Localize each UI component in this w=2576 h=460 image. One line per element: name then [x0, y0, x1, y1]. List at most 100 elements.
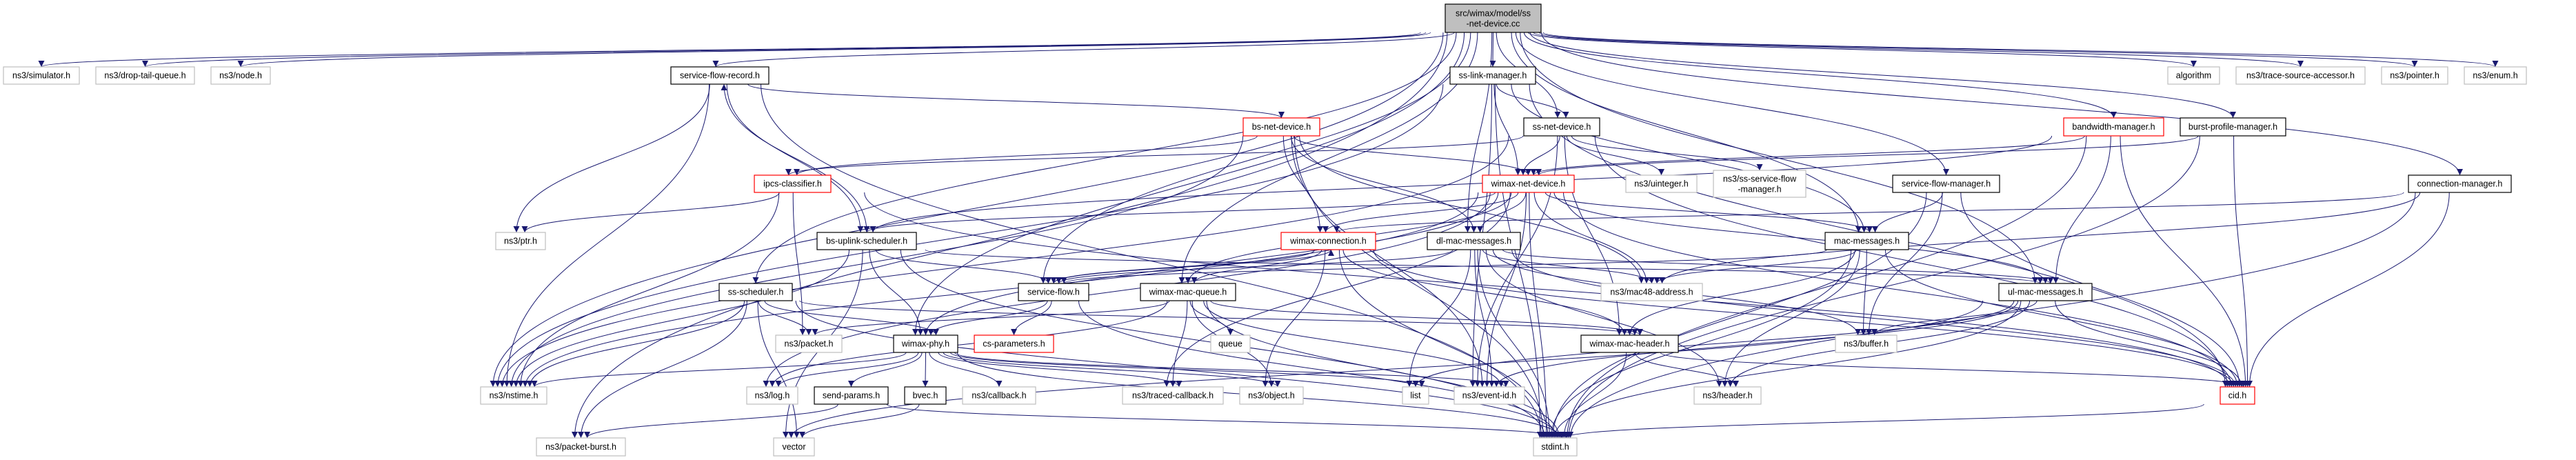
node-box	[2220, 386, 2255, 405]
node-box	[1122, 386, 1224, 405]
node-dl-mac-messages-h[interactable]: dl-mac-messages.h	[1427, 232, 1521, 250]
edge-sfr-to-bsnet	[747, 83, 1285, 119]
edge-sfm-to-macmsg	[1872, 192, 1943, 233]
node-box	[1482, 174, 1575, 193]
edge-connmgr-to-cid	[2246, 192, 2450, 388]
edge-ulmac-to-eventid	[1493, 300, 2019, 388]
edge-ipcs-to-cid	[864, 192, 2233, 388]
node-label: ns3/event-id.h	[1462, 391, 1517, 401]
node-label: ns3/node.h	[219, 71, 262, 81]
edge-ssched-to-vector	[757, 300, 800, 439]
node-label: ss-link-manager.h	[1459, 71, 1527, 81]
node-box	[2063, 117, 2164, 137]
node-label: ns3/mac48-address.h	[1610, 288, 1693, 297]
node-label: ns3/ss-service-flow-manager.h	[1723, 174, 1797, 194]
node-burst-profile-manager-h[interactable]: burst-profile-manager.h	[2180, 117, 2286, 137]
node-ss-scheduler-h[interactable]: ss-scheduler.h	[718, 283, 793, 301]
node-box	[1523, 117, 1600, 137]
node-ss-net-device-h[interactable]: ss-net-device.h	[1523, 117, 1600, 137]
node-ipcs-classifier-h[interactable]: ipcs-classifier.h	[754, 174, 832, 193]
edge-bsnet-to-stdint	[1294, 135, 1547, 439]
node-box	[1998, 283, 2093, 301]
node-box	[962, 386, 1036, 405]
node-cid-h[interactable]: cid.h	[2220, 386, 2255, 405]
edge-sf-to-wconn	[1053, 249, 1334, 284]
node-label: mac-messages.h	[1834, 237, 1900, 246]
edge-bsnet-to-wconn	[1282, 135, 1323, 233]
node-box	[3, 66, 80, 85]
edge-dlmac-to-eventid	[1474, 249, 1495, 388]
edge-root-to-ssched	[752, 32, 1457, 284]
node-ns3-uinteger-h: ns3/uinteger.h	[1625, 174, 1698, 193]
edge-ssnet-to-sssfm	[1571, 135, 1763, 171]
node-label: ss-net-device.h	[1533, 122, 1591, 132]
node-send-params-h[interactable]: send-params.h	[814, 386, 889, 405]
node-wimax-connection-h[interactable]: wimax-connection.h	[1280, 232, 1376, 250]
node-label: send-params.h	[823, 391, 880, 401]
edge-wphy-to-eventid	[954, 352, 1509, 388]
node-service-flow-manager-h[interactable]: service-flow-manager.h	[1892, 174, 2000, 193]
node-box	[1533, 437, 1578, 457]
edge-wphy-to-list	[949, 352, 1425, 388]
node-label: ns3/ptr.h	[504, 237, 537, 246]
node-service-flow-h[interactable]: service-flow.h	[1018, 283, 1089, 301]
edges-layer	[39, 32, 2498, 439]
node-ns3-pointer-h: ns3/pointer.h	[2381, 66, 2448, 85]
edge-bwm-to-ulmac	[2053, 135, 2111, 284]
edge-sslink-to-macmsg	[1511, 83, 1867, 233]
node-service-flow-record-h[interactable]: service-flow-record.h	[670, 66, 769, 85]
node-ul-mac-messages-h[interactable]: ul-mac-messages.h	[1998, 283, 2093, 301]
edge-wmh-to-stdint	[1560, 352, 1627, 439]
node-ss-link-manager-h[interactable]: ss-link-manager.h	[1449, 66, 1536, 85]
node-box	[1280, 232, 1376, 250]
node-wimax-mac-header-h[interactable]: wimax-mac-header.h	[1580, 334, 1679, 353]
node-label: wimax-connection.h	[1289, 237, 1367, 246]
node-ns3-drop-tail-queue-h: ns3/drop-tail-queue.h	[95, 66, 195, 85]
node-label: service-flow-manager.h	[1902, 179, 1991, 189]
node-mac-messages-h[interactable]: mac-messages.h	[1824, 232, 1909, 250]
node-label: vector	[782, 442, 805, 452]
edge-root-to-node	[238, 32, 1431, 68]
edge-root-to-simulator	[39, 32, 1421, 68]
node-box	[1445, 3, 1542, 33]
node-label: ns3/object.h	[1248, 391, 1294, 401]
edge-sslink-to-ssnet	[1496, 83, 1569, 119]
node-cs-parameters-h[interactable]: cs-parameters.h	[974, 334, 1054, 353]
edge-sfm-to-buffer	[1866, 192, 1943, 336]
edge-wphy-to-nstime	[531, 352, 907, 388]
node-bs-net-device-h[interactable]: bs-net-device.h	[1242, 117, 1320, 137]
edge-sfr-to-nstime	[503, 83, 710, 388]
node-box	[1453, 386, 1525, 405]
edge-ulmac-to-stdint	[1551, 300, 2022, 439]
node-box	[1713, 170, 1807, 198]
node-connection-manager-h[interactable]: connection-manager.h	[2408, 174, 2512, 193]
node-wimax-mac-queue-h[interactable]: wimax-mac-queue.h	[1140, 283, 1236, 301]
node-list: list	[1402, 386, 1429, 405]
edge-ssched-to-pburst	[578, 300, 747, 439]
edge-bwm-to-wnd	[1530, 135, 2085, 176]
node-ns3-enum-h: ns3/enum.h	[2464, 66, 2527, 85]
node-wimax-net-device-h[interactable]: wimax-net-device.h	[1482, 174, 1575, 193]
edge-sslink-to-nstime	[494, 83, 1444, 388]
node-box	[904, 386, 947, 405]
node-vector: vector	[773, 437, 815, 457]
edge-ssched-to-wphy	[764, 300, 939, 336]
edge-macmsg-to-wmh	[1627, 249, 1855, 336]
edge-wphy-to-tcb	[938, 352, 1183, 388]
edge-root-to-pointer	[1538, 32, 2418, 68]
node-wimax-phy-h[interactable]: wimax-phy.h	[893, 334, 958, 353]
node-bs-uplink-scheduler-h[interactable]: bs-uplink-scheduler.h	[816, 232, 917, 250]
node-bandwidth-manager-h[interactable]: bandwidth-manager.h	[2063, 117, 2164, 137]
node-label: ipcs-classifier.h	[763, 179, 822, 189]
edge-root-to-tsa	[1533, 32, 2304, 68]
node-label: cid.h	[2228, 391, 2246, 401]
edge-wmq-to-queue	[1189, 300, 1234, 336]
node-bvec-h[interactable]: bvec.h	[904, 386, 947, 405]
edge-root-to-sfr	[712, 32, 1455, 68]
edge-root-to-droptail	[142, 32, 1427, 68]
edge-dlmac-to-cid	[1511, 249, 2239, 388]
node-label: ns3/uinteger.h	[1634, 179, 1689, 189]
node-label: ns3/enum.h	[2473, 71, 2517, 81]
node-label: burst-profile-manager.h	[2188, 122, 2277, 132]
edge-wnd-to-ulmac	[1553, 192, 2049, 284]
